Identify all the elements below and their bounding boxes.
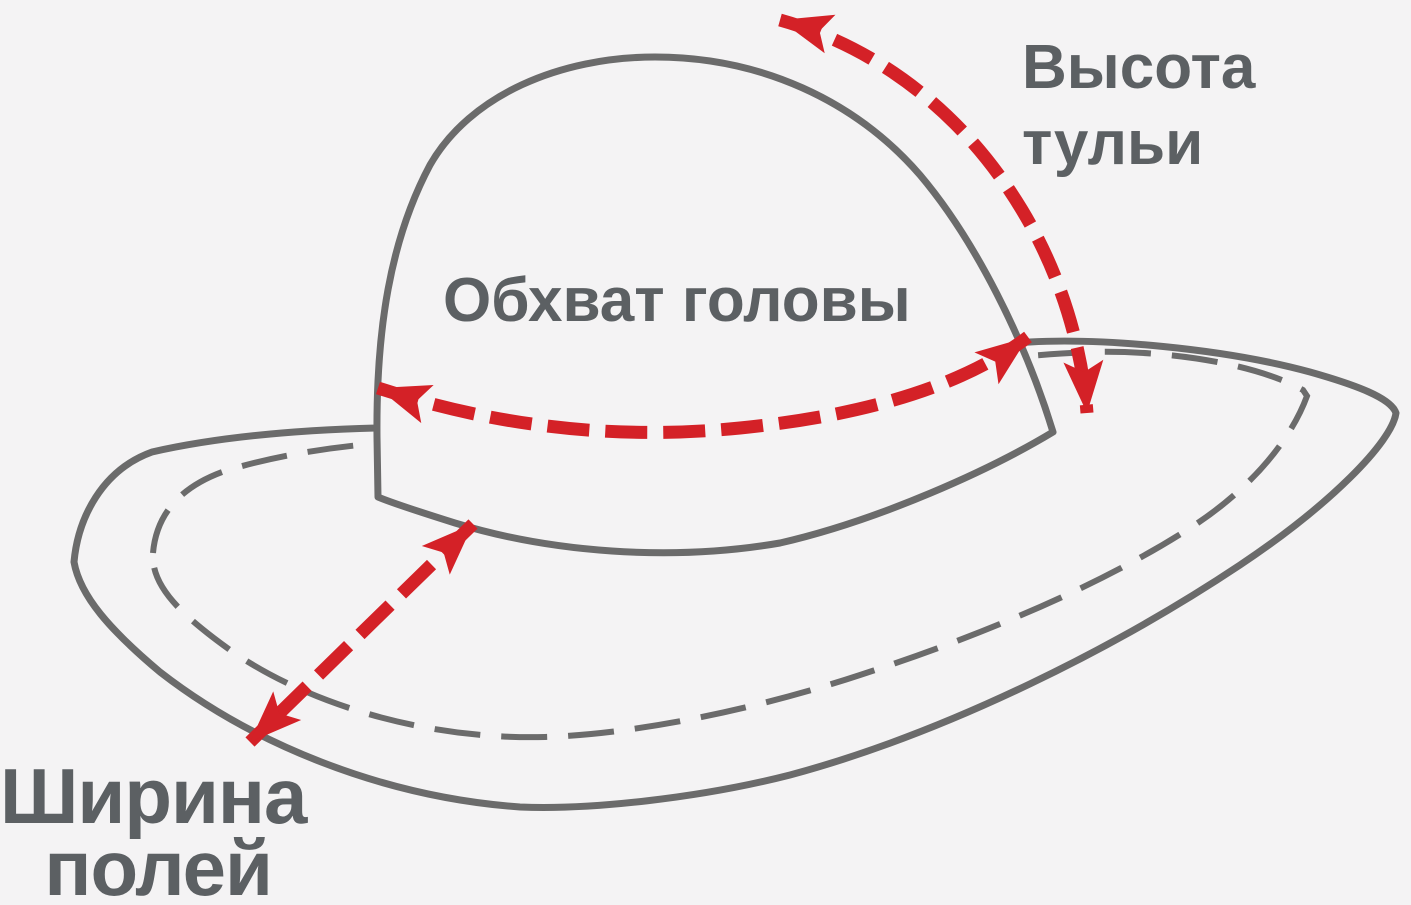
label-crown-height: Высота тульи <box>1022 33 1256 178</box>
crown-height-arrow-shaft <box>778 13 1094 414</box>
label-brim-width: Ширина полей <box>0 752 307 905</box>
arrowhead-top-icon <box>780 14 836 54</box>
brim-width-arrow-shaft <box>245 519 478 747</box>
head-circumference-arrow-shaft <box>375 331 1032 439</box>
label-head-circumference: Обхват головы <box>443 266 911 335</box>
crown-height-arrow <box>778 13 1104 414</box>
arrowhead-lower-icon <box>250 691 302 742</box>
arrowhead-upper-icon <box>421 524 473 575</box>
arrowhead-bottom-icon <box>1063 359 1104 413</box>
arrowhead-left-icon <box>378 385 434 424</box>
brim-width-arrow <box>245 519 478 747</box>
crown-outline <box>373 53 1057 557</box>
head-circumference-arrow <box>375 331 1032 439</box>
arrowhead-right-icon <box>974 337 1028 385</box>
